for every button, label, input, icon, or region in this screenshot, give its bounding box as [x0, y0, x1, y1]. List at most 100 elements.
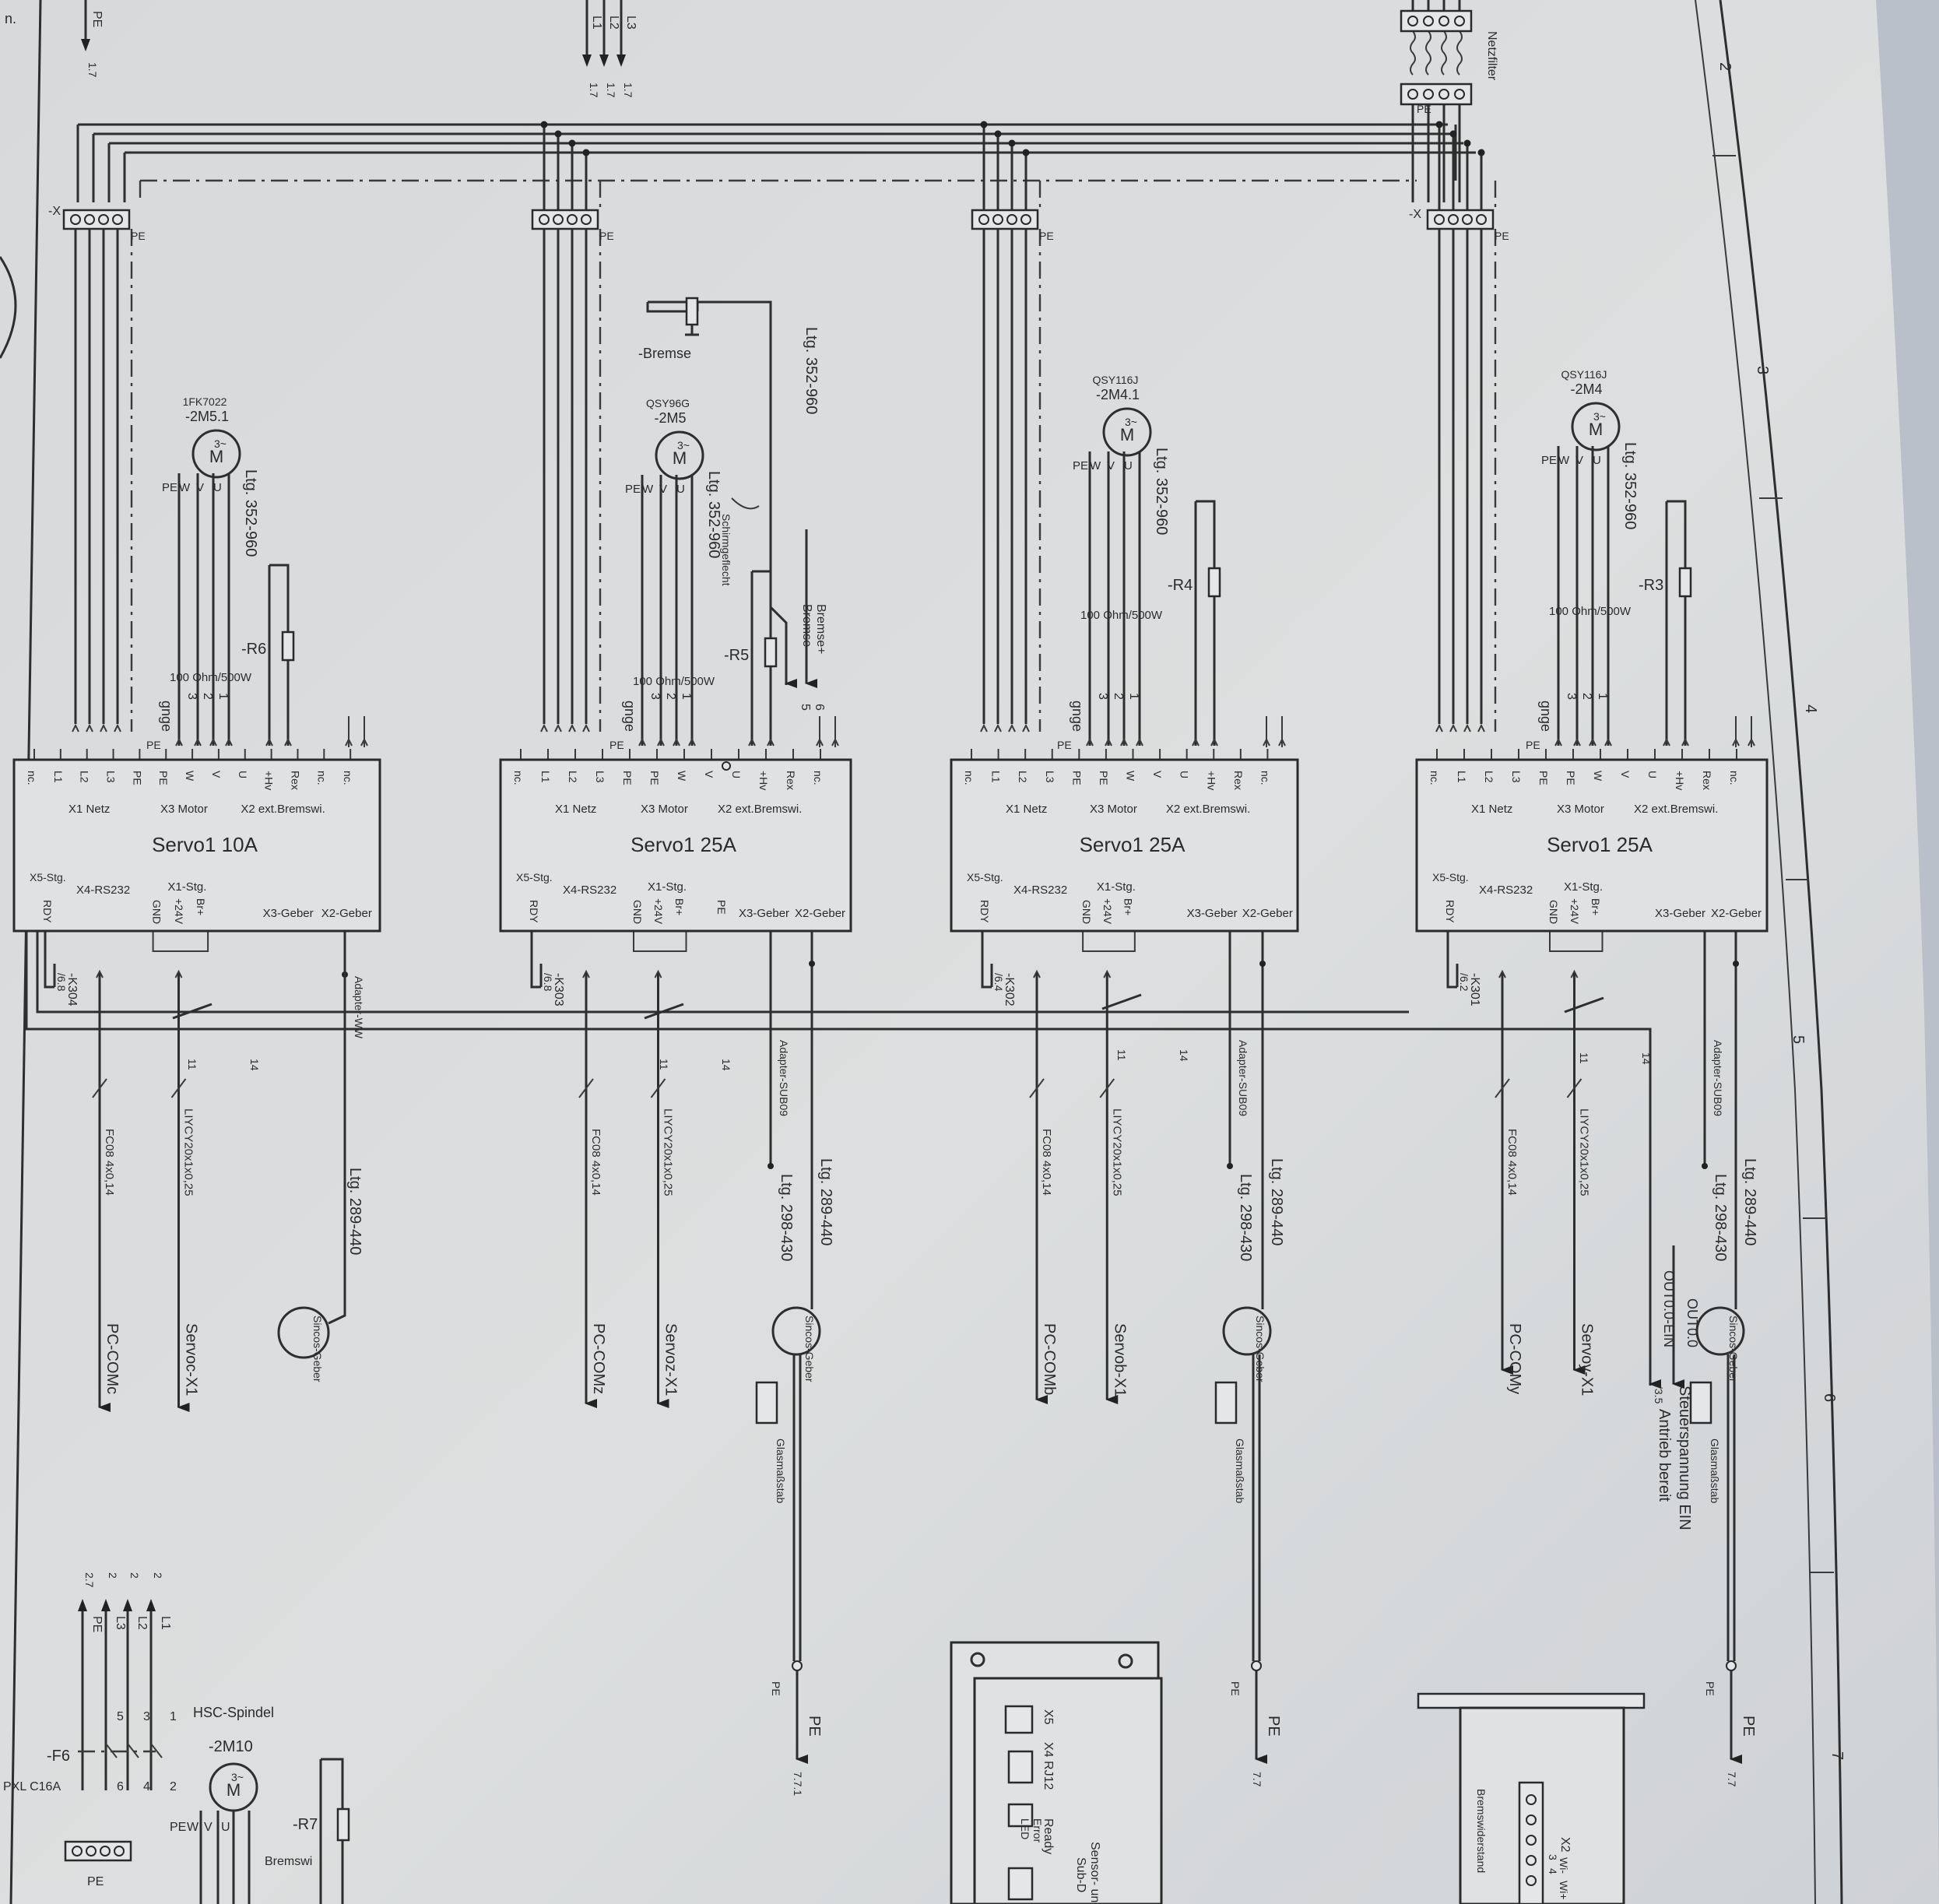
motor-pin-label: W — [179, 481, 191, 494]
connection-arrow — [86, 723, 93, 732]
lower-label-24v: +24V — [173, 898, 185, 925]
zone-number: 4 — [1802, 704, 1819, 713]
connection-arrow — [96, 969, 104, 978]
connection-arrow — [657, 737, 665, 746]
connection-arrow — [209, 737, 217, 746]
module-pin-label: PE — [1070, 771, 1083, 785]
wire-label: gnge — [159, 701, 174, 732]
spindle-resistor-wire — [321, 1758, 344, 1809]
module-pin-label: nc. — [1259, 771, 1271, 785]
encoder-label: Sincos-Geber — [803, 1316, 816, 1382]
scale-pe-short: PE — [770, 1681, 782, 1696]
terminal-screw — [70, 214, 81, 225]
top-pe-label: PE — [90, 11, 104, 27]
scale-pe-short: PE — [1229, 1681, 1242, 1696]
connection-arrow — [1086, 737, 1094, 746]
brake-cable-label: Ltg. 352-960 — [803, 327, 820, 414]
terminal-screw — [100, 1846, 111, 1857]
module-pin-label: L1 — [1456, 771, 1468, 783]
group-label-netz: X1 Netz — [555, 803, 596, 816]
resistor-wire — [269, 564, 290, 632]
brake-box-pin-label: Wi+ — [1558, 1881, 1570, 1900]
module-pin-label: nc. — [1728, 771, 1741, 785]
spindle-motor-pin: U — [221, 1821, 230, 1834]
relay-ref: /6.2 — [1458, 973, 1470, 992]
terminal-screw — [98, 214, 109, 225]
module-pin-label: PE — [131, 771, 143, 785]
motor-type-label: QSY116J — [1561, 368, 1607, 381]
servo-module — [950, 758, 1299, 933]
motor-cable-label: Ltg. 352-960 — [242, 469, 259, 557]
scale-plug — [1702, 1163, 1708, 1169]
contact-14: 14 — [1178, 1049, 1190, 1062]
wire-label: 1 — [1127, 693, 1140, 700]
terminal-tag: -X — [48, 205, 61, 218]
lower-label-gnd: GND — [631, 900, 644, 924]
module-pin-label: W — [1592, 771, 1604, 782]
brake-tag: -Bremse — [638, 346, 691, 361]
brake-box-x2: X2 — [1558, 1837, 1572, 1853]
motor-pin-label: V — [1575, 454, 1583, 467]
terminal-screw — [114, 1846, 125, 1857]
incoming-label: L2 — [607, 16, 620, 30]
com-cable-label: FC08 4x0,14 — [1040, 1129, 1053, 1196]
lower-label-x5: X5-Stg. — [30, 871, 66, 883]
brake-box-pin: 4 — [1547, 1868, 1559, 1874]
scale-plug — [1227, 1163, 1233, 1169]
module-title: Servo1 25A — [631, 833, 737, 856]
connection-arrow — [654, 969, 662, 978]
module-pin-label: V — [210, 771, 223, 778]
motor-pin-label: U — [676, 483, 685, 496]
incoming-label: L1 — [590, 16, 603, 30]
connection-arrow — [568, 723, 576, 732]
terminal-screw — [84, 214, 95, 225]
connection-arrow — [767, 737, 775, 746]
wire-label: gnge — [1538, 701, 1554, 732]
zone-number: 5 — [1790, 1035, 1807, 1044]
motor-type-label: 1FK7022 — [183, 395, 227, 408]
out0-text1: Steuerspannung EIN — [1676, 1386, 1693, 1530]
terminal-screw — [1448, 214, 1459, 225]
module-pe-label: PE — [1526, 739, 1540, 751]
spindle-line-label: PE — [90, 1616, 104, 1632]
border-line-outer — [1719, 0, 1843, 1904]
module-pin-label: nc. — [812, 771, 824, 785]
contact-11: 11 — [1578, 1052, 1590, 1064]
com-output-label: PC-COMz — [590, 1323, 607, 1394]
terminal-screw — [1526, 1794, 1537, 1805]
wiring-layer — [14, 0, 1834, 1904]
scale-pe-label: PE — [806, 1716, 823, 1737]
x1-output-label: Servoy-X1 — [1579, 1323, 1596, 1396]
motor-tag-label: -2M5 — [654, 410, 686, 426]
module-pin-label: U — [1646, 771, 1659, 778]
connection-arrow — [1498, 969, 1506, 978]
lower-label-x5: X5-Stg. — [1432, 871, 1469, 883]
module-pin-label: +Hv — [1674, 771, 1686, 790]
control-bus — [36, 931, 1409, 1013]
brake-box-label: Bremswiderstand — [1475, 1789, 1488, 1873]
module-pin-label: Rex — [785, 771, 797, 790]
motor-phase: 3~ — [231, 1771, 244, 1783]
encoder-label: Sincos-Geber — [1254, 1316, 1266, 1382]
terminal-screw — [1526, 1875, 1537, 1886]
sensor-box-sub: Sub-D — [1074, 1857, 1087, 1892]
connection-arrow — [1477, 723, 1485, 732]
lower-label-x3geber: X3-Geber — [739, 907, 789, 920]
led-error: Error — [1031, 1818, 1044, 1843]
cable-tick — [170, 1078, 187, 1098]
out0-label: OUT0.0 — [1684, 1298, 1700, 1347]
servo-motor — [655, 430, 704, 480]
motor-cable-label: Ltg. 352-960 — [705, 471, 722, 558]
incoming-arrow — [616, 54, 626, 67]
zone-number: 6 — [1821, 1393, 1838, 1402]
group-label-motor: X3 Motor — [641, 803, 688, 816]
brake-ground — [685, 325, 699, 336]
wire-label: 2 — [1580, 693, 1593, 700]
encoder-plug — [1259, 961, 1266, 967]
servo-module — [12, 758, 381, 933]
spindle-line-label: L1 — [159, 1616, 172, 1630]
com-cable-label: FC08 4x0,14 — [1505, 1129, 1519, 1196]
lower-label-rs232: X4-RS232 — [1013, 883, 1067, 897]
resistor-value: 100 Ohm/500W — [633, 675, 715, 688]
fuse-top-pin: 5 — [117, 1710, 124, 1723]
